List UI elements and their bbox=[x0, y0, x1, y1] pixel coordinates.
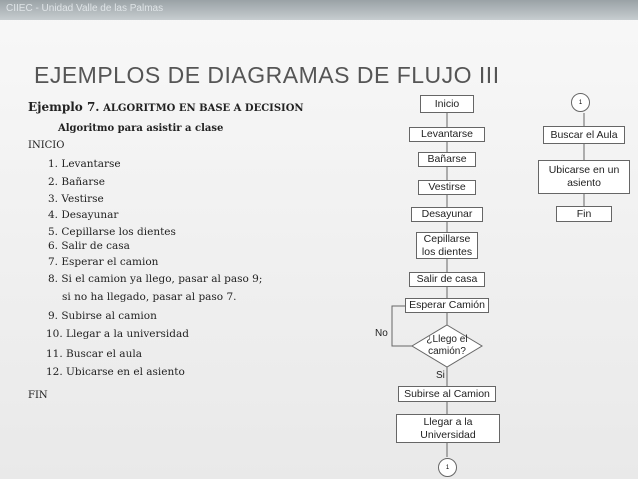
decision-line1: ¿Llego el bbox=[426, 334, 468, 345]
connector-circle-top: 1 bbox=[571, 93, 590, 112]
decision-line2: camión? bbox=[428, 346, 466, 357]
label-no: No bbox=[375, 328, 388, 339]
node-levantarse: Levantarse bbox=[409, 127, 485, 142]
node-desayunar: Desayunar bbox=[411, 207, 483, 222]
step-7: 7. Esperar el camion bbox=[48, 256, 159, 268]
step-1: 1. Levantarse bbox=[48, 158, 121, 170]
header-bar: CIIEC - Unidad Valle de las Palmas bbox=[0, 0, 638, 20]
step-6: 6. Salir de casa bbox=[48, 240, 130, 252]
fin-label: FIN bbox=[28, 390, 48, 401]
node-cepillarse: Cepillarse los dientes bbox=[416, 232, 478, 259]
step-8: 8. Si el camion ya llego, pasar al paso … bbox=[48, 273, 263, 285]
example-description: ALGORITMO EN BASE A DECISION bbox=[103, 103, 304, 114]
node-vestirse: Vestirse bbox=[418, 180, 476, 195]
connector-circle-bottom: 1 bbox=[438, 458, 457, 477]
inicio-label: INICIO bbox=[28, 140, 65, 151]
step-11: 11. Buscar el aula bbox=[46, 348, 142, 360]
step-3: 3. Vestirse bbox=[48, 193, 104, 205]
node-ubicarse: Ubicarse en un asiento bbox=[538, 160, 630, 194]
node-inicio: Inicio bbox=[420, 95, 474, 113]
step-5: 5. Cepillarse los dientes bbox=[48, 226, 176, 238]
node-esperar: Esperar Camión bbox=[405, 298, 489, 313]
example-heading: Ejemplo 7. ALGORITMO EN BASE A DECISION bbox=[28, 100, 304, 114]
node-llegar: Llegar a la Universidad bbox=[396, 414, 500, 443]
algorithm-subtitle: Algoritmo para asistir a clase bbox=[58, 123, 224, 134]
header-brand: CIIEC - Unidad Valle de las Palmas bbox=[6, 3, 164, 14]
node-salir: Salir de casa bbox=[409, 272, 485, 287]
node-ubicarse-line2: asiento bbox=[567, 177, 601, 189]
node-ubicarse-line1: Ubicarse en un bbox=[548, 164, 620, 176]
step-10: 10. Llegar a la universidad bbox=[46, 328, 189, 340]
node-subirse: Subirse al Camion bbox=[398, 386, 496, 402]
no-loop-line bbox=[391, 305, 418, 347]
node-cepillarse-line2: los dientes bbox=[421, 245, 473, 258]
node-cepillarse-line1: Cepillarse bbox=[423, 232, 471, 245]
node-buscar: Buscar el Aula bbox=[543, 126, 625, 144]
step-9: 9. Subirse al camion bbox=[48, 310, 157, 322]
decision-diamond bbox=[411, 324, 483, 368]
label-si: Si bbox=[436, 370, 445, 381]
step-12: 12. Ubicarse en el asiento bbox=[46, 366, 185, 378]
node-banarse: Bañarse bbox=[418, 152, 476, 167]
step-4: 4. Desayunar bbox=[48, 209, 119, 221]
example-number: Ejemplo 7. bbox=[28, 100, 100, 114]
step-2: 2. Bañarse bbox=[48, 176, 105, 188]
node-fin: Fin bbox=[556, 206, 612, 222]
decision-text: ¿Llego el camión? bbox=[424, 334, 470, 358]
slide-title: EJEMPLOS DE DIAGRAMAS DE FLUJO III bbox=[34, 62, 500, 88]
step-8-continued: si no ha llegado, pasar al paso 7. bbox=[62, 291, 237, 303]
